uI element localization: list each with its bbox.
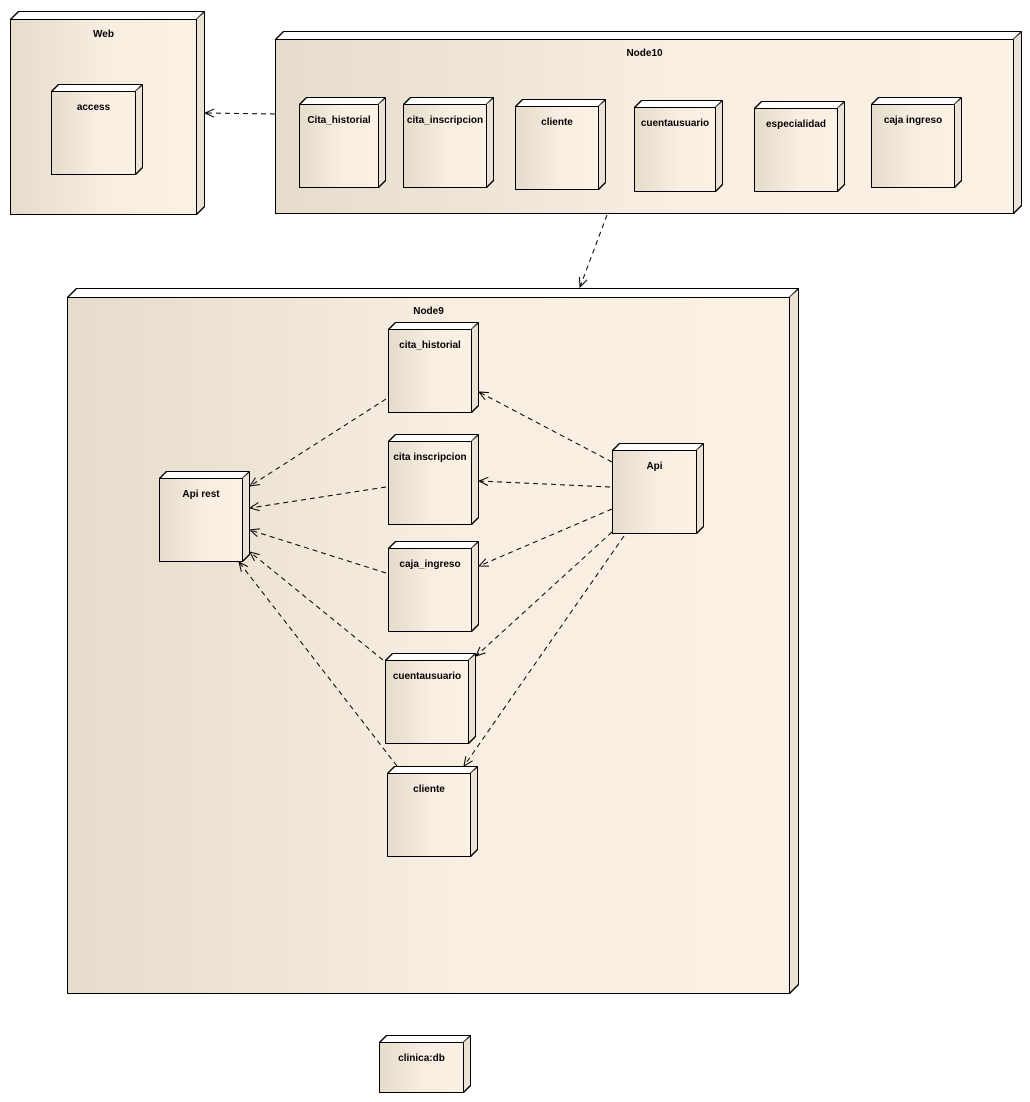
- node-label: cuentausuario: [392, 671, 462, 682]
- node-node9[interactable]: Node9: [67, 288, 799, 994]
- node-front-face: cita_historial: [388, 329, 472, 413]
- node-api[interactable]: Api: [612, 443, 704, 534]
- node-top-face: [385, 653, 476, 660]
- node-label: Api: [646, 461, 663, 472]
- open-arrowhead: [203, 108, 215, 118]
- node-n10-caja-ingreso[interactable]: caja ingreso: [871, 97, 962, 188]
- node-label: clinica:db: [398, 1053, 445, 1064]
- node-front-face: Cita_historial: [299, 104, 379, 188]
- node-front-face: cuentausuario: [634, 107, 716, 192]
- node-label: cliente: [541, 117, 573, 128]
- node-top-face: [159, 471, 250, 478]
- node-side-face: [472, 541, 479, 632]
- node-top-face: [379, 1035, 471, 1042]
- node-label: caja ingreso: [883, 115, 943, 126]
- open-arrowhead: [578, 276, 588, 289]
- node-top-face: [754, 101, 845, 108]
- node-front-face: cliente: [515, 106, 599, 190]
- node-label: Web: [93, 29, 114, 40]
- node-front-face: access: [51, 91, 136, 175]
- node-top-face: [388, 322, 479, 329]
- node-label: Cita_historial: [307, 115, 371, 126]
- node-side-face: [243, 471, 250, 562]
- node-front-face: cuentausuario: [385, 660, 469, 744]
- node-top-face: [299, 97, 386, 104]
- node-side-face: [464, 1035, 471, 1093]
- node-label: cuentausuario: [640, 118, 710, 129]
- node-access[interactable]: access: [51, 84, 143, 175]
- node-side-face: [487, 97, 494, 188]
- node-n10-cliente[interactable]: cliente: [515, 99, 606, 190]
- node-clinica-db[interactable]: clinica:db: [379, 1035, 471, 1093]
- node-side-face: [838, 101, 845, 192]
- node-front-face: Api rest: [159, 478, 243, 562]
- node-front-face: caja_ingreso: [388, 548, 472, 632]
- node-label: Node9: [413, 306, 444, 317]
- node-front-face: caja ingreso: [871, 104, 955, 188]
- node-side-face: [379, 97, 386, 188]
- node-label: Api rest: [182, 489, 220, 500]
- node-n10-especialidad[interactable]: especialidad: [754, 101, 845, 192]
- node-n9-cita-inscripcion[interactable]: cita inscripcion: [388, 434, 479, 525]
- node-label: Node10: [626, 48, 663, 59]
- node-side-face: [1014, 31, 1022, 214]
- node-n9-caja-ingreso[interactable]: caja_ingreso: [388, 541, 479, 632]
- node-top-face: [871, 97, 962, 104]
- node-top-face: [67, 288, 799, 297]
- dependency-node10-to-node9[interactable]: [578, 214, 608, 289]
- node-side-face: [136, 84, 143, 175]
- node-n10-cita-inscripcion[interactable]: cita_inscripcion: [403, 97, 494, 188]
- node-top-face: [612, 443, 704, 450]
- node-label: cliente: [413, 784, 445, 795]
- node-api-rest[interactable]: Api rest: [159, 471, 250, 562]
- node-label: cita_historial: [399, 340, 461, 351]
- node-label: cita inscripcion: [393, 452, 467, 463]
- node-top-face: [387, 766, 478, 773]
- node-top-face: [10, 11, 205, 19]
- node-label: access: [76, 102, 111, 113]
- node-front-face: cita_inscripcion: [403, 104, 487, 188]
- node-n9-cita-historial[interactable]: cita_historial: [388, 322, 479, 413]
- node-front-face: cita inscripcion: [388, 441, 472, 525]
- node-n9-cuentausuario[interactable]: cuentausuario: [385, 653, 476, 744]
- node-top-face: [388, 541, 479, 548]
- node-front-face: clinica:db: [379, 1042, 464, 1093]
- node-side-face: [472, 322, 479, 413]
- node-top-face: [403, 97, 494, 104]
- node-side-face: [955, 97, 962, 188]
- node-n10-cita-historial[interactable]: Cita_historial: [299, 97, 386, 188]
- dependency-node10-to-web[interactable]: [203, 108, 276, 118]
- node-side-face: [472, 434, 479, 525]
- node-n9-cliente[interactable]: cliente: [387, 766, 478, 857]
- node-front-face: especialidad: [754, 108, 838, 192]
- node-side-face: [469, 653, 476, 744]
- node-side-face: [790, 288, 799, 994]
- node-side-face: [197, 11, 205, 215]
- node-label: especialidad: [765, 119, 827, 130]
- node-top-face: [388, 434, 479, 441]
- node-top-face: [515, 99, 606, 106]
- node-front-face: Api: [612, 450, 697, 534]
- node-label: caja_ingreso: [399, 559, 461, 570]
- node-front-face: Node9: [67, 297, 790, 994]
- node-top-face: [634, 100, 723, 107]
- node-label: cita_inscripcion: [406, 115, 484, 126]
- node-side-face: [697, 443, 704, 534]
- node-side-face: [716, 100, 723, 192]
- node-front-face: cliente: [387, 773, 471, 857]
- node-n10-cuentausuario[interactable]: cuentausuario: [634, 100, 723, 192]
- node-side-face: [471, 766, 478, 857]
- node-top-face: [275, 31, 1022, 39]
- node-top-face: [51, 84, 143, 91]
- node-side-face: [599, 99, 606, 190]
